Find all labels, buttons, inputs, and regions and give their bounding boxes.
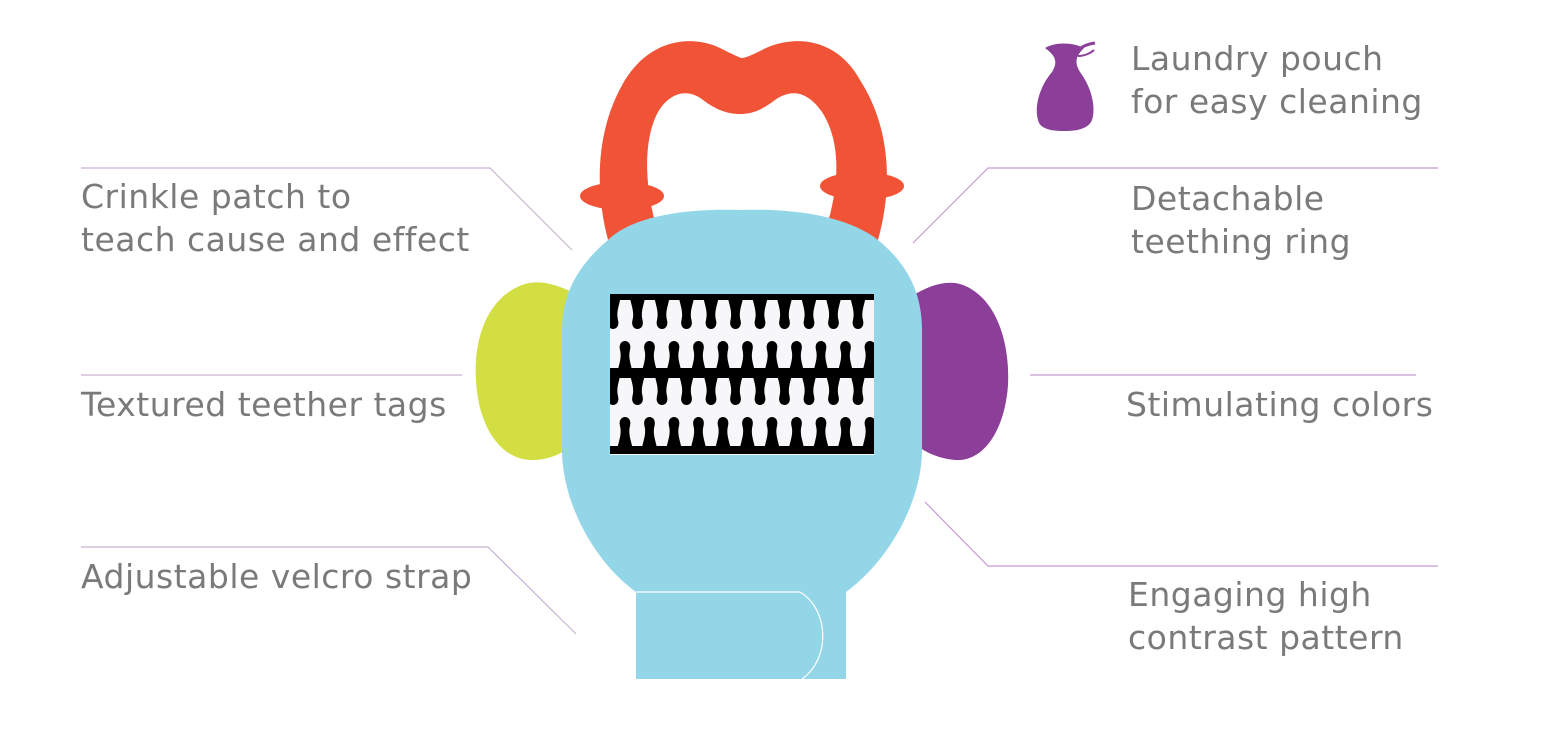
feature-teething-ring: Detachable teething ring	[1131, 177, 1351, 263]
pattern-drop	[788, 341, 805, 374]
pattern-drop	[617, 341, 633, 374]
pattern-drop	[703, 372, 719, 405]
feature-teether-tags: Textured teether tags	[81, 383, 447, 426]
pattern-drop	[813, 417, 829, 450]
laundry-pouch-icon	[1036, 41, 1096, 131]
pattern-drop	[641, 341, 658, 374]
pattern-drop	[678, 372, 695, 405]
pattern-drop	[788, 417, 805, 450]
leader-crinkle	[81, 167, 573, 251]
pattern-drop	[629, 372, 646, 405]
teething-ring	[580, 41, 904, 241]
feature-crinkle-line2: teach cause and effect	[81, 220, 470, 259]
pattern-drop	[862, 341, 874, 374]
pattern-drop	[715, 417, 731, 450]
leader-velcro	[81, 546, 577, 635]
left-teether-tag	[475, 282, 572, 461]
feature-pouch-line1: Laundry pouch	[1131, 39, 1384, 78]
pattern-drop	[690, 417, 707, 450]
pattern-drop	[629, 296, 646, 329]
velcro-strap-flap	[799, 591, 824, 680]
feature-tags-line1: Textured teether tags	[81, 385, 447, 424]
high-contrast-pattern	[610, 294, 874, 455]
feature-ring-line1: Detachable	[1131, 179, 1325, 218]
pattern-drop	[690, 341, 707, 374]
pattern-drop	[727, 372, 744, 405]
right-teether-tag	[912, 282, 1009, 461]
pattern-drop	[813, 341, 829, 374]
pattern-drop	[825, 372, 842, 405]
feature-pattern-line2: contrast pattern	[1128, 618, 1404, 657]
pattern-drop	[610, 372, 621, 405]
feature-laundry-pouch: Laundry pouch for easy cleaning	[1131, 37, 1423, 123]
pattern-drop	[837, 417, 854, 450]
pattern-drop	[764, 341, 780, 374]
leader-pattern	[924, 501, 1438, 567]
pattern-drop	[801, 296, 817, 329]
pattern-drop	[776, 372, 793, 405]
leader-ring	[912, 167, 1438, 244]
feature-crinkle-patch: Crinkle patch to teach cause and effect	[81, 175, 470, 261]
pattern-drop	[801, 372, 817, 405]
pattern-drop	[752, 372, 768, 405]
pattern-drop	[764, 417, 780, 450]
feature-velcro-strap: Adjustable velcro strap	[81, 555, 472, 598]
pattern-drop	[776, 296, 793, 329]
pattern-drop	[739, 341, 756, 374]
pattern-drop	[752, 296, 768, 329]
feature-contrast-pattern: Engaging high contrast pattern	[1128, 573, 1404, 659]
feature-ring-line2: teething ring	[1131, 222, 1352, 261]
pattern-drop	[617, 417, 633, 450]
feature-crinkle-line1: Crinkle patch to	[81, 177, 352, 216]
pattern-drop	[678, 296, 695, 329]
pattern-drop	[654, 296, 670, 329]
pattern-drop	[850, 296, 866, 329]
pattern-drop	[727, 296, 744, 329]
feature-stimulating-colors: Stimulating colors	[1126, 383, 1433, 426]
feature-velcro-line1: Adjustable velcro strap	[81, 557, 473, 596]
pattern-drop	[862, 417, 874, 450]
pattern-drop	[715, 341, 731, 374]
pattern-drop	[641, 417, 658, 450]
feature-pouch-line2: for easy cleaning	[1131, 82, 1423, 121]
pattern-drop	[610, 296, 621, 329]
pattern-drop	[825, 296, 842, 329]
pattern-drop	[666, 341, 682, 374]
feature-pattern-line1: Engaging high	[1128, 575, 1372, 614]
pattern-drop	[739, 417, 756, 450]
leader-lines	[81, 167, 1438, 635]
pattern-drop	[703, 296, 719, 329]
pattern-drop	[654, 372, 670, 405]
pattern-drop	[837, 341, 854, 374]
pattern-drop	[850, 372, 866, 405]
pattern-drop	[666, 417, 682, 450]
feature-colors-line1: Stimulating colors	[1126, 385, 1434, 424]
